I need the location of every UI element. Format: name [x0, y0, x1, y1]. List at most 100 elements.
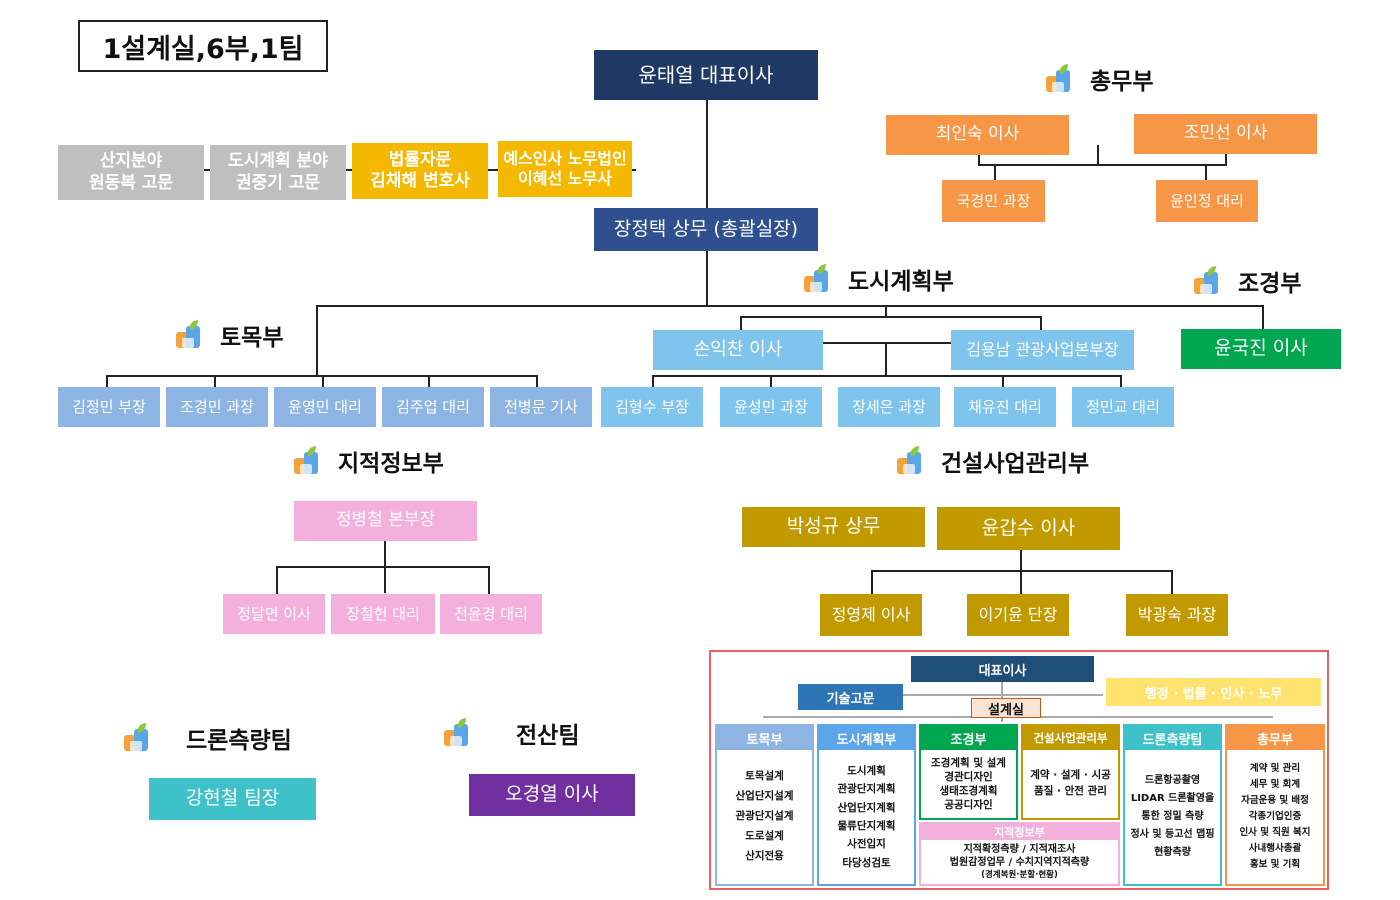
dept-name: 지적정보부: [338, 451, 444, 477]
ceo-box: 윤태열 대표이사: [594, 50, 818, 100]
advisor-box: 법률자문 김채해 변호사: [352, 143, 488, 199]
mini-design: 설계실: [971, 698, 1041, 718]
connector: [1040, 316, 1042, 330]
dept-label-urban: 도시계획부: [800, 262, 954, 296]
department-icon: [172, 318, 208, 352]
mini-item: 공공디자인: [944, 799, 993, 812]
mini-col: 조경부 조경계획 및 설계 경관디자인 생태조경계획 공공디자인: [919, 724, 1018, 820]
connector: [903, 694, 1103, 696]
mini-item: 조경계획 및 설계: [931, 756, 1006, 769]
connector: [488, 566, 490, 594]
dept-label-cadastral: 지적정보부: [290, 444, 444, 478]
mini-ceo: 대표이사: [911, 656, 1094, 682]
mini-item: 지적확정측량 / 지적재조사: [963, 843, 1076, 855]
mini-item: 정사 및 등고선 맵핑: [1130, 829, 1215, 840]
mini-item: 인사 및 직원 복지: [1239, 827, 1311, 839]
member-box: 조경민 과장: [166, 387, 268, 427]
mini-col-header: 드론측량팀: [1125, 726, 1220, 750]
mini-item: 사내행사총괄: [1248, 843, 1302, 855]
mini-item: 관광단지설계: [735, 810, 794, 823]
department-icon: [800, 262, 836, 296]
connector: [740, 316, 1040, 318]
mini-item: 도로설계: [745, 829, 784, 842]
advisor-name: 이혜선 노무사: [518, 169, 612, 188]
mini-item: 자금운용 및 배정: [1241, 794, 1309, 806]
mini-col-header: 도시계획부: [819, 726, 914, 750]
member-box: 전윤경 대리: [440, 594, 542, 634]
connector: [316, 305, 318, 375]
connector: [428, 375, 430, 387]
mini-col-body: 토목설계 산업단지설계 관광단지설계 도로설계 산지전용: [717, 750, 812, 884]
dept-label-landscape: 조경부: [1190, 264, 1301, 298]
page-title: 1설계실,6부,1팀: [78, 20, 328, 72]
head-box: 윤국진 이사: [1181, 329, 1341, 369]
member-box: 김주업 대리: [382, 387, 484, 427]
mini-item: 사전입지: [847, 838, 886, 851]
mini-item: 품질 · 안전 관리: [1034, 785, 1107, 797]
mini-col-body: 도시계획 관광단지계획 산업단지계획 물류단지계획 사전입지 타당성검토: [819, 750, 914, 884]
mini-item: 타당성검토: [842, 856, 891, 869]
mini-item: (경계복원·분할·현황): [981, 869, 1058, 880]
dept-label-general: 총무부: [1042, 62, 1153, 96]
connector: [1225, 145, 1227, 165]
connector: [652, 375, 1122, 377]
mini-item: 도시계획: [847, 764, 886, 777]
mini-col-header: 토목부: [717, 726, 812, 750]
connector: [1097, 145, 1099, 165]
department-icon: [120, 721, 156, 755]
dept-name: 도시계획부: [848, 269, 954, 295]
director-box: 조민선 이사: [1134, 114, 1317, 154]
head-box: 김용남 관광사업본부장: [951, 330, 1134, 370]
mini-col-body: 계약 및 관리 세무 및 회계 자금운용 및 배정 각종기업인증 인사 및 직원…: [1227, 750, 1323, 884]
head-box: 강현철 팀장: [149, 778, 316, 820]
mini-item: LIDAR 드론촬영을: [1130, 793, 1215, 804]
staff-box: 윤인정 대리: [1156, 180, 1258, 222]
mini-tech: 기술고문: [798, 684, 903, 710]
mini-item: 법원감정업무 / 수치지역지적측량: [949, 857, 1090, 869]
mini-item: 토목설계: [745, 770, 784, 783]
mini-item: 물류단지계획: [837, 820, 896, 832]
staff-box: 국경민 과장: [942, 180, 1045, 222]
mini-col-body: 드론항공촬영 LIDAR 드론촬영을 통한 정밀 측량 정사 및 등고선 맵핑 …: [1125, 750, 1220, 884]
connector: [322, 375, 324, 387]
mini-admin: 행정 · 법률 · 인사 · 노무: [1106, 678, 1321, 706]
mini-item: 경관디자인: [944, 770, 993, 783]
department-icon: [440, 716, 476, 750]
department-icon: [893, 444, 929, 478]
mini-col: 총무부 계약 및 관리 세무 및 회계 자금운용 및 배정 각종기업인증 인사 …: [1225, 724, 1325, 886]
dept-name: 조경부: [1238, 271, 1302, 297]
mini-item: 관광단지계획: [837, 783, 896, 796]
connector: [276, 566, 278, 594]
mini-col-header: 총무부: [1227, 726, 1323, 750]
member-box: 장세은 과장: [838, 387, 940, 427]
mini-item: 홍보 및 기획: [1249, 859, 1301, 871]
connector: [706, 100, 708, 208]
advisor-box: 예스인사 노무법인 이혜선 노무사: [498, 141, 632, 197]
member-box: 정영제 이사: [820, 594, 922, 636]
advisor-field: 산지분야: [99, 151, 163, 172]
member-box: 장철헌 대리: [331, 594, 435, 634]
member-box: 정달면 이사: [223, 594, 325, 634]
mini-item: 계약 및 관리: [1249, 762, 1301, 774]
connector: [1171, 570, 1173, 594]
head-box: 정병철 본부장: [294, 501, 477, 541]
mini-item: 세무 및 회계: [1249, 778, 1301, 790]
department-icon: [1190, 264, 1226, 298]
dept-label-civil: 토목부: [172, 318, 283, 352]
connector: [276, 566, 490, 568]
mini-col-header: 건설사업관리부: [1023, 726, 1118, 750]
connector: [770, 375, 772, 387]
advisor-field: 도시계획 분야: [228, 151, 328, 172]
member-box: 채유진 대리: [954, 387, 1056, 427]
connector: [740, 316, 742, 330]
mini-col-body: 지적확정측량 / 지적재조사 법원감정업무 / 수치지역지적측량 (경계복원·분…: [921, 840, 1118, 884]
dept-label-construction: 건설사업관리부: [893, 444, 1089, 478]
connector: [1262, 305, 1264, 329]
connector: [994, 164, 996, 180]
connector: [823, 342, 951, 344]
head-box: 오경열 이사: [469, 774, 635, 816]
mini-item: 각종기업인증: [1248, 810, 1302, 822]
connector: [652, 375, 654, 387]
mini-item: 산지전용: [745, 849, 784, 862]
mini-col-body: 조경계획 및 설계 경관디자인 생태조경계획 공공디자인: [921, 750, 1016, 818]
